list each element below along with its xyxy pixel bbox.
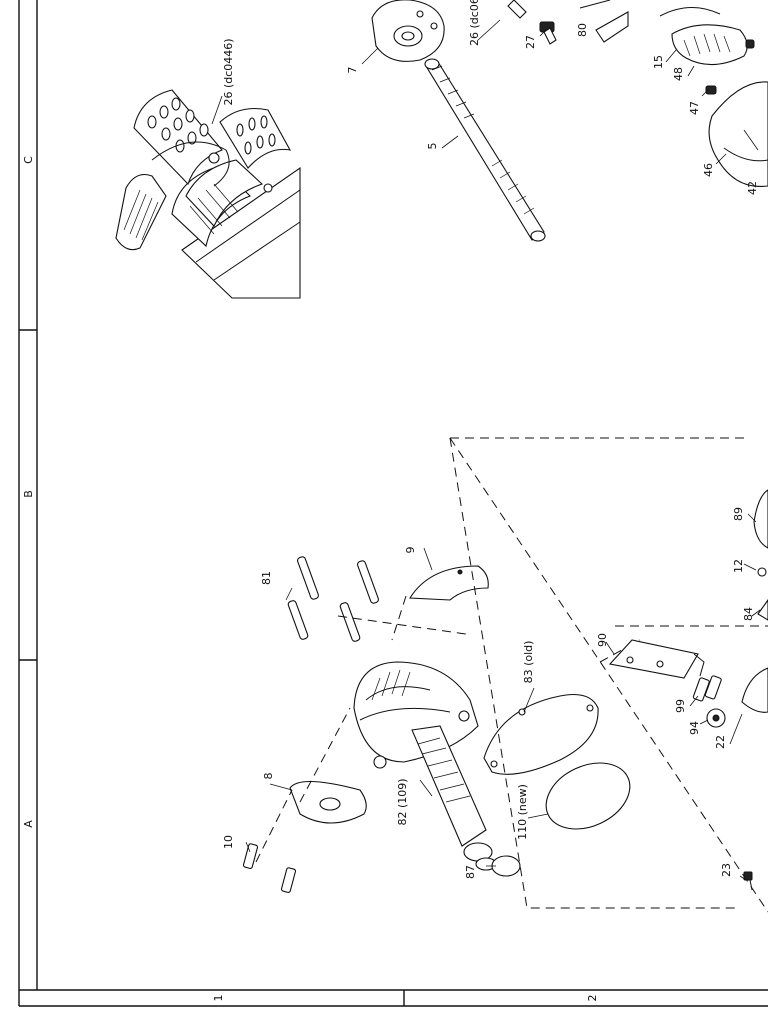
handle-assembly-detail	[115, 89, 301, 299]
callout-94: 94	[688, 721, 701, 735]
oring-110	[545, 762, 631, 830]
callout-82-109: 82 (109)	[396, 778, 409, 825]
ring-87	[491, 855, 521, 877]
callout-80: 80	[576, 23, 589, 37]
electrical-parts	[608, 489, 768, 891]
callout-leaders	[211, 19, 761, 881]
callout-15: 15	[652, 55, 665, 69]
zone-letter-c: C	[22, 156, 35, 164]
drawing-frame	[18, 0, 768, 1007]
callout-47: 47	[688, 101, 701, 115]
callout-9: 9	[404, 547, 417, 554]
callout-26-dc0446: 26 (dc0446)	[222, 38, 235, 105]
zone-letter-a: A	[22, 820, 35, 828]
callout-22: 22	[714, 735, 727, 749]
callout-83-old: 83 (old)	[522, 641, 535, 684]
zone-number-1: 1	[212, 995, 225, 1002]
callout-89: 89	[732, 507, 745, 521]
callout-48: 48	[672, 67, 685, 81]
callout-8: 8	[262, 773, 275, 780]
gasket-83	[483, 693, 599, 775]
callout-5: 5	[426, 143, 439, 150]
callout-90: 90	[596, 633, 609, 647]
zone-number-2: 2	[586, 995, 599, 1002]
callout-110-new: 110 (new)	[516, 784, 529, 840]
callout-99: 99	[674, 699, 687, 713]
bearing-group	[507, 0, 768, 188]
cover-9	[409, 565, 489, 601]
callout-26-dc06: 26 (dc06	[468, 0, 481, 46]
gear-and-shaft	[371, 0, 546, 242]
callout-23: 23	[720, 863, 733, 877]
callout-81: 81	[260, 571, 273, 585]
callout-10: 10	[222, 835, 235, 849]
motor-assembly	[353, 661, 497, 871]
callout-labels: 7 5 26 (dc0446) 26 (dc06 27 80 15 48 47 …	[222, 0, 759, 879]
callout-42: 42	[746, 181, 759, 195]
callout-7: 7	[346, 67, 359, 74]
bolts-10	[242, 843, 297, 893]
callout-84: 84	[742, 607, 755, 621]
callout-12: 12	[732, 559, 745, 573]
assembly-outlines	[255, 437, 768, 913]
callout-87: 87	[464, 865, 477, 879]
screws-81	[287, 556, 379, 642]
callout-27: 27	[524, 35, 537, 49]
zone-letter-b: B	[22, 490, 35, 498]
callout-46: 46	[702, 163, 715, 177]
